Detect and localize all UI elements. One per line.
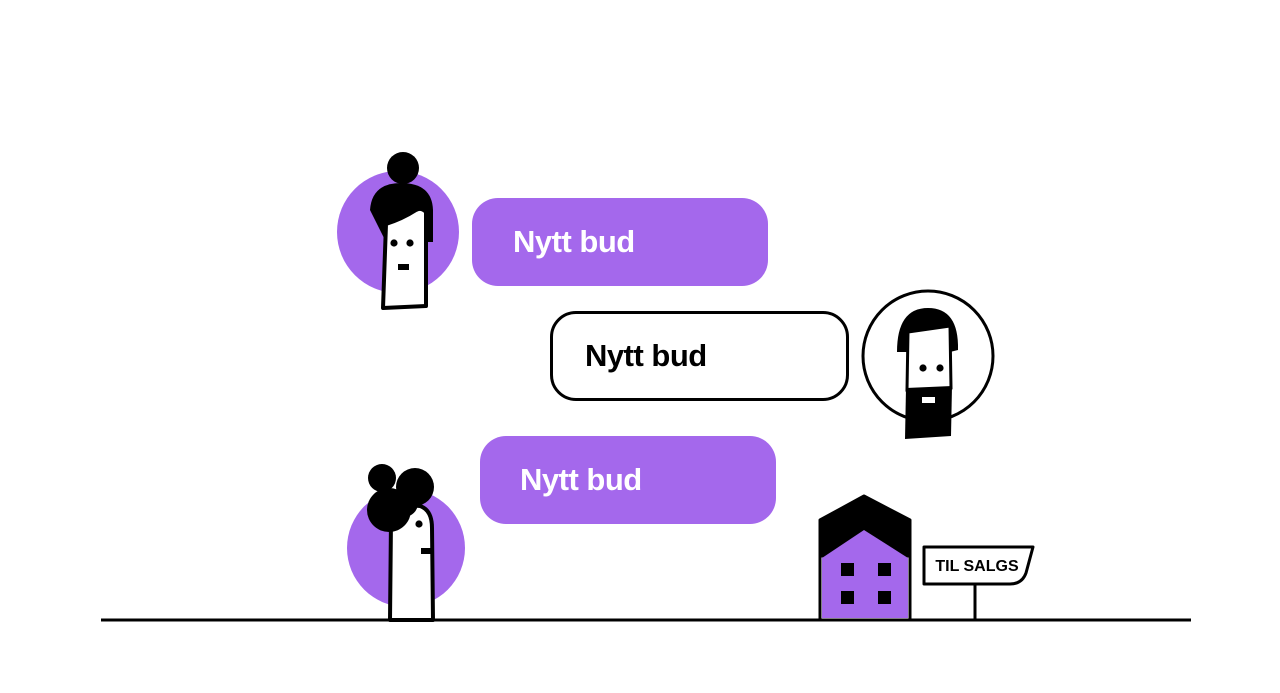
sign-label: TIL SALGS — [935, 558, 1019, 575]
house-icon — [818, 494, 912, 622]
bearded-man-icon — [861, 289, 995, 439]
message-text-1: Nytt bud — [513, 224, 635, 259]
woman-with-bun-icon — [337, 152, 459, 310]
for-sale-sign-icon: TIL SALGS — [922, 545, 1035, 620]
message-bubble-2: Nytt bud — [550, 311, 849, 401]
message-text-3: Nytt bud — [520, 462, 642, 497]
message-text-2: Nytt bud — [585, 338, 707, 373]
message-bubble-3: Nytt bud — [480, 436, 776, 524]
message-bubble-1: Nytt bud — [472, 198, 768, 286]
curly-hair-person-icon — [347, 464, 465, 622]
